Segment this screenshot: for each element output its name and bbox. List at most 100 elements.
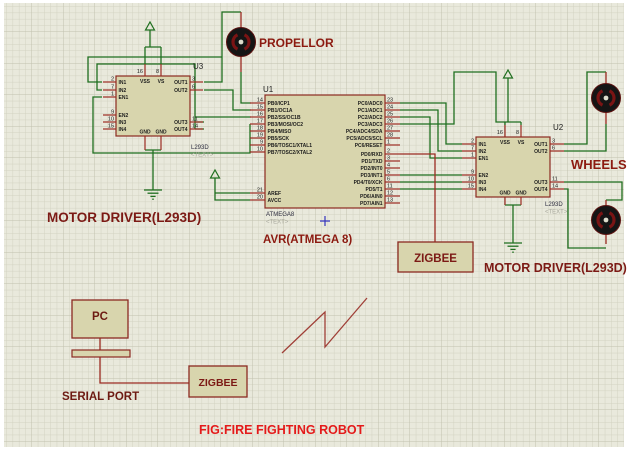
pin-name: OUT2 [534,149,548,155]
pin-number: 8 [516,130,519,136]
pin-number: 24 [387,105,393,111]
pin-name: IN4 [119,127,127,133]
pin-number: 14 [552,184,558,190]
pin-name: IN2 [119,88,127,94]
chip-u3: U3L293D<TEXT>2IN17IN21EN19EN210IN315IN43… [103,62,214,159]
pin-number: 16 [137,69,143,75]
pin-name: PC3/ADC3 [358,122,383,128]
pin-name: EN2 [119,113,129,119]
pin-number: 1 [387,140,390,146]
pin-name: PC4/ADC4/SDA [346,129,383,135]
chip-ref: U1 [263,85,274,94]
power-arrow [209,168,221,179]
pin-name: IN1 [119,80,127,86]
chip-placeholder: <TEXT> [266,220,289,226]
chip-placeholder: <TEXT> [191,153,214,159]
pin-number: 8 [156,69,159,75]
pin-number: 18 [257,126,263,132]
chip-body [264,94,386,209]
ground-symbol [144,189,162,200]
pin-number: 1 [111,92,114,98]
motor-shaft [238,39,244,45]
pin-number: 21 [257,188,263,194]
pin-number: 6 [387,177,390,183]
pin-name: PD2/INT0 [361,166,383,172]
pc-label: PC [92,311,108,323]
block-zigbee-bottom: ZIGBEE [188,365,248,398]
pin-name: IN4 [479,187,487,193]
motor-wheel-top [591,83,621,113]
pin-number: 2 [387,149,390,155]
motors-layer [226,27,621,235]
chip-body [115,75,191,137]
pin-number: 3 [387,156,390,162]
pin-name: OUT4 [534,187,548,193]
chip-value: L293D [191,145,209,151]
chip-placeholder: <TEXT> [545,210,568,216]
pin-number: 27 [387,126,393,132]
figure-caption: FIG:FIRE FIGHTING ROBOT [199,423,365,437]
pin-number: 1 [471,153,474,159]
pin-name: OUT3 [534,180,548,186]
pin-name: PD1/TXD [361,159,383,165]
pin-number: 14 [257,98,263,104]
pin-number: 12 [387,191,393,197]
ground-symbol [504,242,522,253]
pin-number: 9 [260,140,263,146]
power-arrow [144,20,156,31]
pin-name: VSS [500,140,511,146]
motor-winding-right [608,89,616,107]
origin-marker [320,216,330,226]
pin-name: IN3 [119,120,127,126]
pin-name: PB4/MISO [268,129,292,135]
pin-name: GND [139,130,151,136]
motor-shaft [603,217,609,223]
pin-name: OUT1 [174,80,188,86]
pin-name: GND [155,130,167,136]
pin-number: 16 [497,130,503,136]
pin-name: GND [499,191,511,197]
pin-name: VSS [140,79,151,85]
pin-number: 6 [192,85,195,91]
pin-name: PB3/MOSI/OC2 [268,122,304,128]
pin-number: 15 [468,184,474,190]
pin-name: PD4/T0/XCK [354,180,383,186]
pin-number: 20 [257,195,263,201]
pin-number: 25 [387,112,393,118]
grid-major [4,3,624,447]
pin-name: VS [158,79,165,85]
propellor-label: PROPELLOR [259,36,334,50]
pin-name: PD3/INT1 [361,173,383,179]
pin-number: 28 [387,133,393,139]
pin-number: 11 [387,184,393,190]
chip-ref: U3 [193,62,204,71]
pin-number: 11 [552,177,558,183]
chip-u2: U2L293D<TEXT>2IN17IN21EN19EN210IN315IN43… [462,123,568,216]
chip-body [475,136,551,198]
chips-layer: U3L293D<TEXT>2IN17IN21EN19EN210IN315IN43… [103,62,568,226]
pin-name: PD7/AIN1 [360,201,383,207]
pin-number: 6 [552,146,555,152]
motor-wheel-bottom [591,205,621,235]
pin-number: 16 [257,112,263,118]
pin-name: PC2/ADC2 [358,115,383,121]
motor-winding-right [608,211,616,229]
pin-name: PB0/ICP1 [268,101,290,107]
pin-name: PB2/SS/OC1B [268,115,301,121]
motor-propellor [226,27,256,57]
pin-name: VS [518,140,525,146]
pin-number: 5 [387,170,390,176]
pin-name: OUT3 [174,120,188,126]
pin-number: 10 [257,147,263,153]
block-pc: PC [71,299,129,339]
pin-number: 10 [468,177,474,183]
pin-name: OUT1 [534,142,548,148]
pin-number: 26 [387,119,393,125]
pin-number: 17 [257,119,263,125]
pin-name: OUT4 [174,127,188,133]
wheels-label: WHEELS [571,157,627,172]
pin-number: 3 [192,77,195,83]
pin-number: 2 [111,77,114,83]
pin-number: 11 [192,117,198,123]
pin-number: 9 [111,110,114,116]
